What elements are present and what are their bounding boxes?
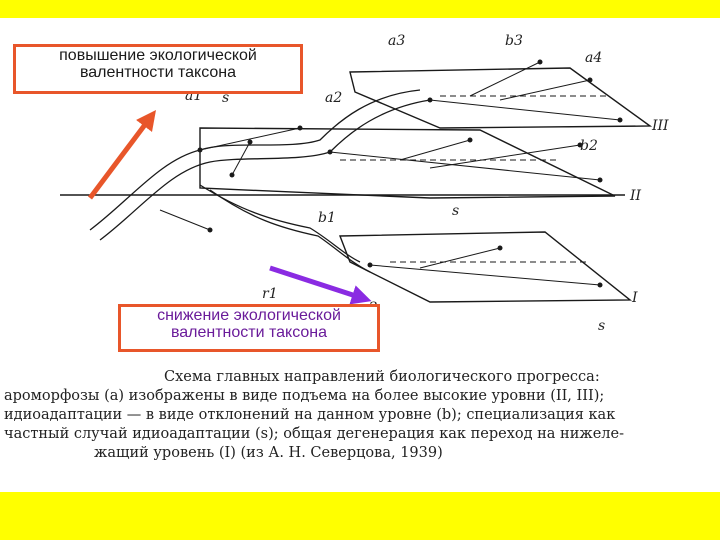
box-up-line1: повышение экологической: [59, 47, 257, 64]
dashed-levels: [340, 95, 610, 263]
box-decrease-valence: снижение экологической валентности таксо…: [118, 304, 380, 352]
label-s-bottom: s: [598, 318, 605, 334]
label-b3: b3: [505, 33, 523, 49]
label-a2: a2: [325, 90, 342, 106]
planes: [60, 67, 653, 303]
bottom-band: [0, 492, 720, 540]
label-level-2: II: [629, 188, 642, 204]
plane-level-1: [338, 231, 632, 303]
label-level-3: III: [651, 118, 669, 134]
label-level-1: I: [631, 290, 638, 306]
caption-line-1: Схема главных направлений биологического…: [164, 369, 600, 385]
caption-line-4: частный случай идиоадаптации (s); общая …: [4, 426, 625, 442]
trunk: [89, 89, 431, 273]
box-up-line2: валентности таксона: [79, 64, 237, 81]
branches: [159, 61, 621, 286]
box-down-line1: снижение экологической: [157, 307, 341, 324]
top-band: [0, 0, 720, 18]
nodes: [197, 59, 623, 288]
label-a3: a3: [388, 33, 405, 49]
arrow-down: [269, 265, 372, 305]
caption-line-3: идиоадаптации — в виде отклонений на дан…: [4, 407, 616, 423]
caption: Схема главных направлений биологического…: [4, 368, 716, 463]
caption-line-2: ароморфозы (а) изображены в виде подъема…: [4, 388, 605, 404]
label-a4: a4: [585, 50, 602, 66]
plane-level-2: [199, 127, 616, 199]
label-b2: b2: [580, 138, 598, 154]
label-s-mid: s: [452, 203, 459, 219]
caption-line-5: жащий уровень (I) (из А. Н. Северцова, 1…: [94, 445, 443, 461]
label-s-top: s: [222, 90, 229, 106]
arrow-up: [88, 110, 156, 200]
label-b1: b1: [318, 210, 336, 226]
plane-level-3: [349, 67, 653, 129]
box-down-line2: валентности таксона: [170, 324, 328, 341]
box-increase-valence: повышение экологической валентности такс…: [13, 44, 303, 94]
label-r1: r1: [262, 286, 278, 302]
progress-scheme: a1 a2 a3 b1 b2 b3 a4 s s s r1 r2 I II II…: [60, 33, 669, 334]
